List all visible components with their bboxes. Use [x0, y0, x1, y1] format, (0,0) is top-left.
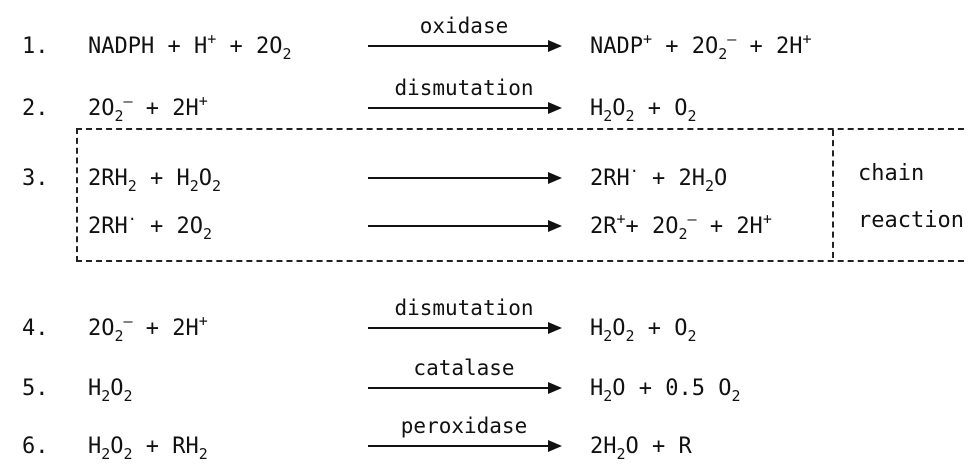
enzyme-label: oxidase	[419, 14, 509, 38]
chain-label-line2: reaction	[858, 208, 964, 233]
reaction-arrow-icon	[368, 220, 562, 232]
reactants: 2RH· + 2O2	[88, 210, 213, 243]
enzyme-label: dismutation	[394, 296, 534, 320]
reactants: 2O2– + 2H+	[88, 92, 208, 125]
chain-reaction-box	[76, 128, 968, 262]
reaction-arrow-icon	[368, 440, 562, 452]
equation-row: 2RH· + 2O2 2R++ 2O2– + 2H+	[0, 208, 968, 254]
reactants: H2O2	[88, 376, 133, 405]
chain-label-line1: chain	[858, 161, 925, 186]
reactants: 2RH2 + H2O2	[88, 166, 222, 195]
enzyme-label: peroxidase	[400, 414, 528, 438]
reactants: NADPH + H+ + 2O2	[88, 30, 292, 63]
equation-number: 1.	[22, 34, 49, 59]
products: 2R++ 2O2– + 2H+	[590, 210, 772, 243]
reactants: 2O2– + 2H+	[88, 312, 208, 345]
equation-number: 6.	[22, 434, 49, 459]
reactants: H2O2 + RH2	[88, 434, 208, 463]
products: H2O2 + O2	[590, 96, 697, 125]
reaction-arrow-icon	[368, 40, 562, 52]
reaction-arrow-icon	[368, 172, 562, 184]
products: H2O + 0.5 O2	[590, 376, 741, 405]
reaction-arrow-icon	[368, 322, 562, 334]
products: 2H2O + R	[590, 434, 692, 463]
equation-number: 4.	[22, 316, 49, 341]
products: 2RH· + 2H2O	[590, 162, 728, 195]
enzyme-label: dismutation	[394, 76, 534, 100]
chain-reaction-divider	[832, 130, 834, 258]
equation-row: 3. 2RH2 + H2O2 2RH· + 2H2O	[0, 160, 968, 206]
equation-number: 2.	[22, 96, 49, 121]
equation-row: 6. H2O2 + RH2 peroxidase 2H2O + R	[0, 416, 968, 474]
equation-number: 5.	[22, 376, 49, 401]
reaction-arrow-icon	[368, 102, 562, 114]
equation-number: 3.	[22, 166, 49, 191]
products: NADP+ + 2O2– + 2H+	[590, 30, 812, 63]
reaction-arrow-icon	[368, 382, 562, 394]
enzyme-label: catalase	[413, 356, 515, 380]
products: H2O2 + O2	[590, 316, 697, 345]
